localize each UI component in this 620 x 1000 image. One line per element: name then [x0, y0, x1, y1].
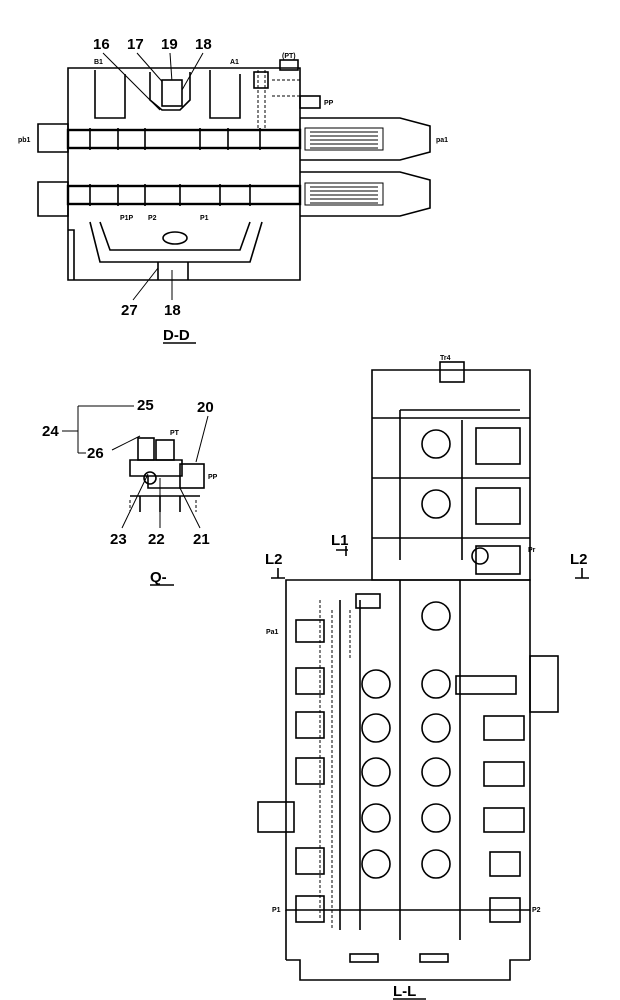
- q-port-pt: PT: [170, 430, 180, 437]
- view-dd: 16 17 19 18 27 18: [18, 36, 448, 344]
- ll-port-tr4-fitting: [439, 361, 465, 383]
- callout-18-bottom: 18: [164, 302, 181, 319]
- port-p1p: P1P: [120, 215, 134, 222]
- callout-27: 27: [121, 302, 138, 319]
- q-fitting-pp: [179, 463, 205, 489]
- dd-left-cap-upper: [37, 123, 69, 153]
- view-ll: L2 L1 L2: [257, 355, 589, 1000]
- port-pt: (PT): [282, 53, 296, 60]
- callout-23: 23: [110, 531, 127, 548]
- ll-port-pa1: Pa1: [266, 629, 279, 636]
- section-mark-l2-right: L2: [570, 551, 588, 568]
- callout-25: 25: [137, 397, 154, 414]
- dd-right-cylinder-lower: [300, 171, 431, 217]
- port-pb1: pb1: [18, 137, 31, 144]
- ll-relief-valve: [455, 675, 517, 695]
- port-pp: PP: [324, 100, 334, 107]
- dd-spool-upper: [66, 128, 302, 150]
- callout-16: 16: [93, 36, 110, 53]
- port-p2: P2: [148, 215, 157, 222]
- callout-20: 20: [197, 399, 214, 416]
- port-pa1: pa1: [436, 137, 448, 144]
- ll-base: [285, 910, 531, 981]
- callout-17: 17: [127, 36, 144, 53]
- dd-left-cap-lower: [37, 181, 69, 217]
- leader-17: [136, 52, 167, 87]
- view-title-q: Q-: [150, 569, 167, 586]
- section-mark-l1: L1: [331, 532, 349, 549]
- port-p1: P1: [200, 215, 209, 222]
- dd-spool-lower: [66, 184, 302, 206]
- ll-upper-block: [371, 369, 531, 581]
- view-q: 24 25 26 20 23 22 21 PT PP Q-: [42, 397, 218, 586]
- section-mark-l2-left: L2: [265, 551, 283, 568]
- callout-24: 24: [42, 423, 59, 440]
- dd-check-valve: [149, 72, 191, 111]
- q-port-pp: PP: [208, 474, 218, 481]
- dd-right-cylinder-upper: [300, 117, 431, 161]
- ll-side-boss: [529, 655, 559, 713]
- bracket-24: [62, 405, 134, 454]
- view-title-dd: D-D: [163, 327, 190, 344]
- ll-port-p1: P1: [272, 907, 281, 914]
- leader-18-top: [181, 52, 204, 91]
- callout-18-top: 18: [195, 36, 212, 53]
- dd-body-outline: [67, 67, 301, 281]
- view-title-ll: L-L: [393, 983, 416, 1000]
- leader-27: [132, 267, 159, 301]
- callout-21: 21: [193, 531, 210, 548]
- callout-19: 19: [161, 36, 178, 53]
- ll-port-pr: Pr: [528, 547, 536, 554]
- dd-lower-chamber: [99, 221, 251, 251]
- port-b1: B1: [94, 59, 103, 66]
- callout-26: 26: [87, 445, 104, 462]
- port-a1: A1: [230, 59, 239, 66]
- ll-lower-block: [285, 579, 531, 911]
- ll-port-p2: P2: [532, 907, 541, 914]
- ll-port-tr4: Tr4: [440, 355, 451, 362]
- leader-20: [195, 415, 209, 463]
- callout-22: 22: [148, 531, 165, 548]
